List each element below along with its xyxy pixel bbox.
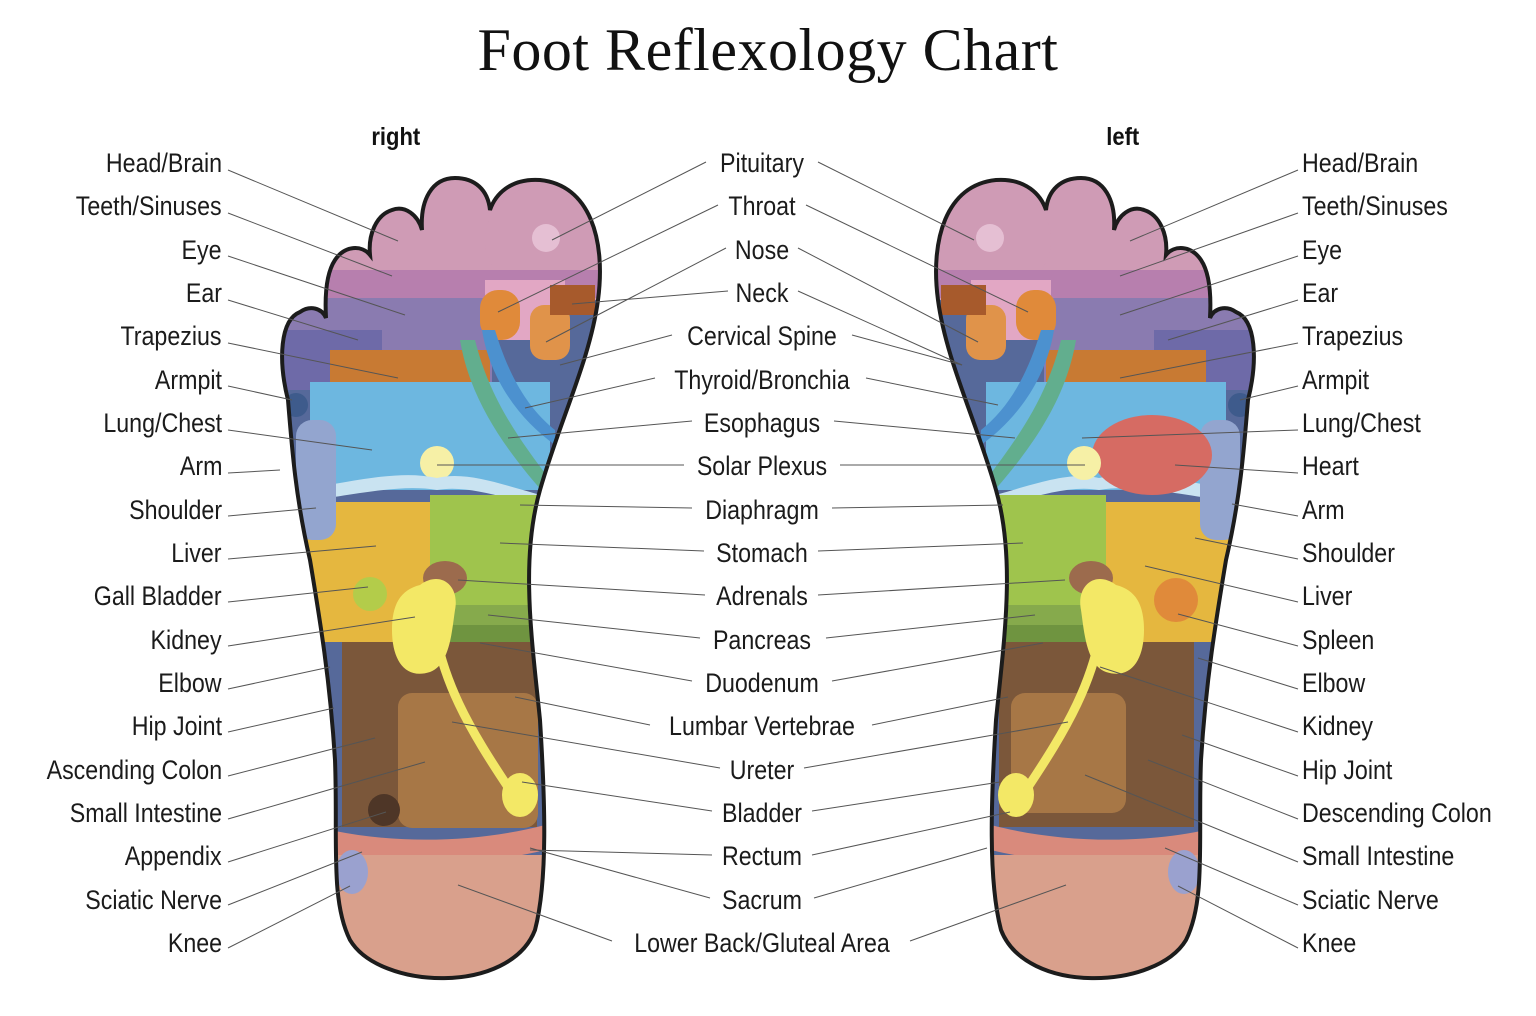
label-left-eye: Eye: [1302, 235, 1343, 265]
label-bladder: Bladder: [721, 798, 803, 828]
label-right-sciatic-nerve: Sciatic Nerve: [85, 885, 222, 915]
left-foot: [936, 178, 1254, 979]
label-right-knee: Knee: [167, 928, 222, 958]
label-right-lung-chest: Lung/Chest: [103, 408, 222, 438]
label-left-small-intestine: Small Intestine: [1302, 841, 1455, 871]
label-right-kidney: Kidney: [150, 625, 222, 655]
right-foot-heading: right: [371, 123, 421, 151]
right-foot-outline: [280, 175, 602, 981]
label-esophagus: Esophagus: [703, 408, 821, 438]
label-right-gall-bladder: Gall Bladder: [94, 581, 222, 611]
label-left-sciatic-nerve: Sciatic Nerve: [1302, 885, 1439, 915]
label-left-elbow: Elbow: [1302, 668, 1366, 698]
label-pancreas: Pancreas: [712, 625, 812, 655]
label-adrenals: Adrenals: [716, 581, 808, 611]
label-left-heart: Heart: [1302, 451, 1359, 481]
label-throat: Throat: [728, 191, 796, 221]
label-left-head-brain: Head/Brain: [1302, 148, 1419, 178]
label-left-hip-joint: Hip Joint: [1302, 755, 1393, 785]
label-left-knee: Knee: [1302, 928, 1357, 958]
right-foot: [282, 178, 600, 979]
label-right-arm: Arm: [179, 451, 222, 481]
label-right-trapezius: Trapezius: [120, 321, 222, 351]
label-nose: Nose: [734, 235, 790, 265]
label-left-arm: Arm: [1302, 495, 1345, 525]
label-cervical-spine: Cervical Spine: [687, 321, 837, 351]
label-thyroid-bronchia: Thyroid/Bronchia: [674, 365, 850, 395]
label-right-liver: Liver: [171, 538, 222, 568]
label-diaphragm: Diaphragm: [705, 495, 819, 525]
label-stomach: Stomach: [716, 538, 808, 568]
label-ureter: Ureter: [729, 755, 795, 785]
label-left-teeth-sinuses: Teeth/Sinuses: [1302, 191, 1448, 221]
label-left-descending-colon: Descending Colon: [1302, 798, 1492, 828]
left-foot-heading: left: [1106, 123, 1140, 151]
label-right-appendix: Appendix: [125, 841, 222, 871]
label-right-head-brain: Head/Brain: [105, 148, 222, 178]
label-solar-plexus: Solar Plexus: [696, 451, 828, 481]
label-left-ear: Ear: [1302, 278, 1339, 308]
page-title: Foot Reflexology Chart: [477, 17, 1059, 83]
label-lumbar-vertebrae: Lumbar Vertebrae: [669, 711, 855, 741]
leader-lines: [227, 161, 1299, 949]
label-right-ascending-colon: Ascending Colon: [46, 755, 222, 785]
label-lower-back-gluteal-area: Lower Back/Gluteal Area: [634, 928, 890, 958]
label-rectum: Rectum: [721, 841, 803, 871]
label-right-small-intestine: Small Intestine: [69, 798, 222, 828]
label-right-shoulder: Shoulder: [129, 495, 222, 525]
label-left-liver: Liver: [1302, 581, 1353, 611]
label-right-elbow: Elbow: [158, 668, 222, 698]
label-right-teeth-sinuses: Teeth/Sinuses: [76, 191, 222, 221]
label-left-spleen: Spleen: [1302, 625, 1375, 655]
label-right-eye: Eye: [181, 235, 222, 265]
label-neck: Neck: [735, 278, 789, 308]
label-left-armpit: Armpit: [1302, 365, 1370, 395]
label-right-armpit: Armpit: [154, 365, 222, 395]
label-left-lung-chest: Lung/Chest: [1302, 408, 1421, 438]
label-left-trapezius: Trapezius: [1302, 321, 1404, 351]
label-right-ear: Ear: [185, 278, 222, 308]
label-left-kidney: Kidney: [1302, 711, 1374, 741]
label-pituitary: Pituitary: [720, 148, 804, 178]
left-foot-outline: [934, 175, 1256, 981]
label-left-shoulder: Shoulder: [1302, 538, 1395, 568]
label-sacrum: Sacrum: [721, 885, 803, 915]
label-right-hip-joint: Hip Joint: [131, 711, 222, 741]
label-duodenum: Duodenum: [705, 668, 819, 698]
